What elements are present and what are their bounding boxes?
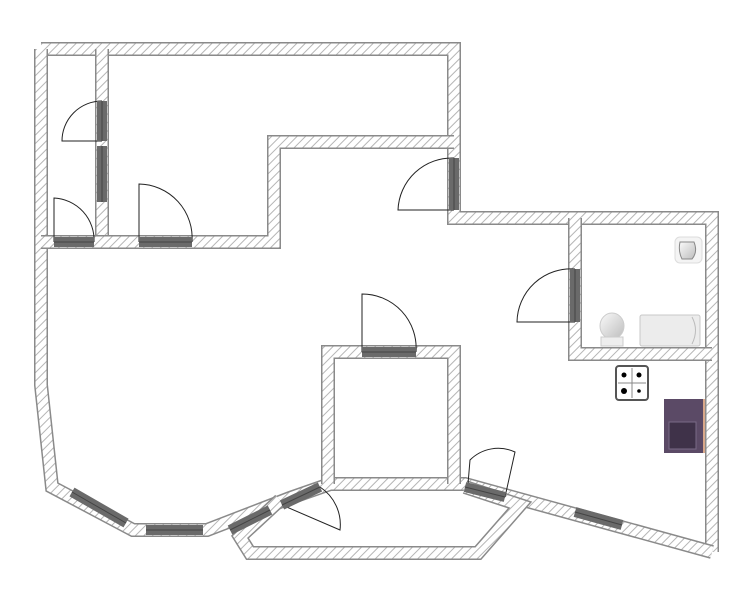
sink-icon xyxy=(674,236,703,264)
wardrobe-icon xyxy=(664,399,705,453)
wall-segment xyxy=(569,218,712,360)
window xyxy=(229,509,271,531)
door-swing-arc xyxy=(281,486,341,531)
door-swing-arc xyxy=(138,183,193,243)
door xyxy=(464,486,506,498)
wall-segment xyxy=(41,42,719,552)
walls xyxy=(34,42,719,560)
window xyxy=(71,491,127,524)
wall-segment xyxy=(322,346,460,484)
door-swing-arc xyxy=(397,157,455,211)
door xyxy=(281,486,321,506)
wall-segment xyxy=(232,481,530,559)
bathtub-icon xyxy=(639,314,701,347)
toilet-icon xyxy=(599,312,625,347)
window xyxy=(574,511,623,526)
wall-segment xyxy=(34,49,714,559)
door-swing-arc xyxy=(53,197,95,243)
door-swing-arc xyxy=(61,100,103,142)
doors xyxy=(53,100,624,535)
wall-segment xyxy=(321,345,461,484)
door-swing-arc xyxy=(467,447,516,498)
stove-icon xyxy=(615,365,649,401)
door-swing-arc xyxy=(361,293,417,353)
wall-segment xyxy=(41,43,718,552)
wall-segment xyxy=(35,49,714,558)
door-swing-arc xyxy=(516,268,576,323)
